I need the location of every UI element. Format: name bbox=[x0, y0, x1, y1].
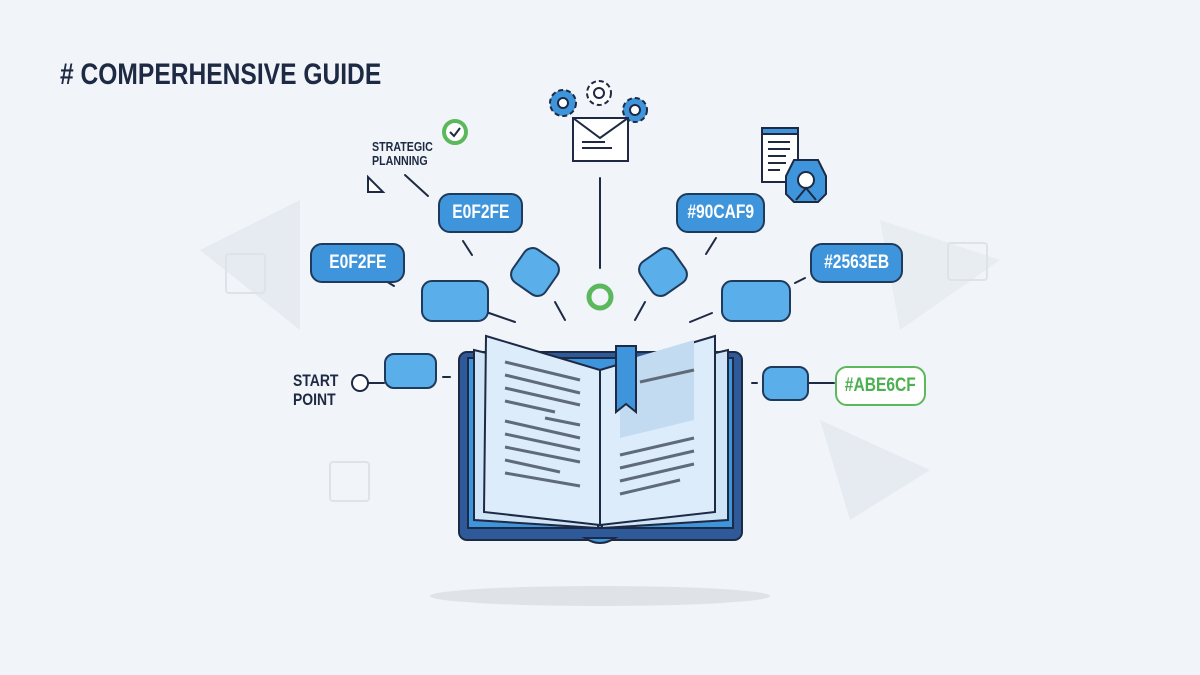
start-point-label: START POINT bbox=[293, 371, 339, 409]
badge-shield-icon bbox=[785, 159, 827, 203]
envelope-icon bbox=[572, 117, 629, 162]
node-label: E0F2FE bbox=[328, 252, 387, 273]
gear-icon bbox=[549, 89, 577, 117]
node-label: #2563EB bbox=[824, 252, 889, 273]
node-top-left[interactable]: E0F2FE bbox=[438, 193, 523, 233]
node-far-right[interactable]: #ABE6CF bbox=[835, 366, 926, 406]
node-label: E0F2FE bbox=[451, 202, 510, 223]
page-title: # COMPERHENSIVE GUIDE bbox=[60, 58, 382, 91]
node-top-right[interactable]: #90CAF9 bbox=[676, 193, 765, 233]
bookmark-ribbon bbox=[615, 345, 637, 415]
document-icon bbox=[761, 127, 799, 183]
gear-icon bbox=[622, 97, 648, 123]
book-shadow bbox=[430, 586, 770, 606]
blank-nodes bbox=[384, 247, 809, 401]
triangle-ruler-icon bbox=[367, 174, 386, 193]
open-book bbox=[458, 334, 743, 544]
node-label: #ABE6CF bbox=[844, 375, 916, 396]
background-shapes bbox=[200, 200, 1000, 520]
node-right[interactable]: #2563EB bbox=[810, 243, 903, 283]
check-circle-icon bbox=[442, 119, 468, 145]
start-point-circle bbox=[351, 374, 369, 392]
strategic-planning-label: STRATEGIC PLANNING bbox=[372, 139, 433, 169]
green-ring-icon bbox=[586, 283, 614, 311]
node-left[interactable]: E0F2FE bbox=[310, 243, 405, 283]
gear-icon bbox=[586, 80, 612, 106]
node-label: #90CAF9 bbox=[687, 202, 754, 223]
